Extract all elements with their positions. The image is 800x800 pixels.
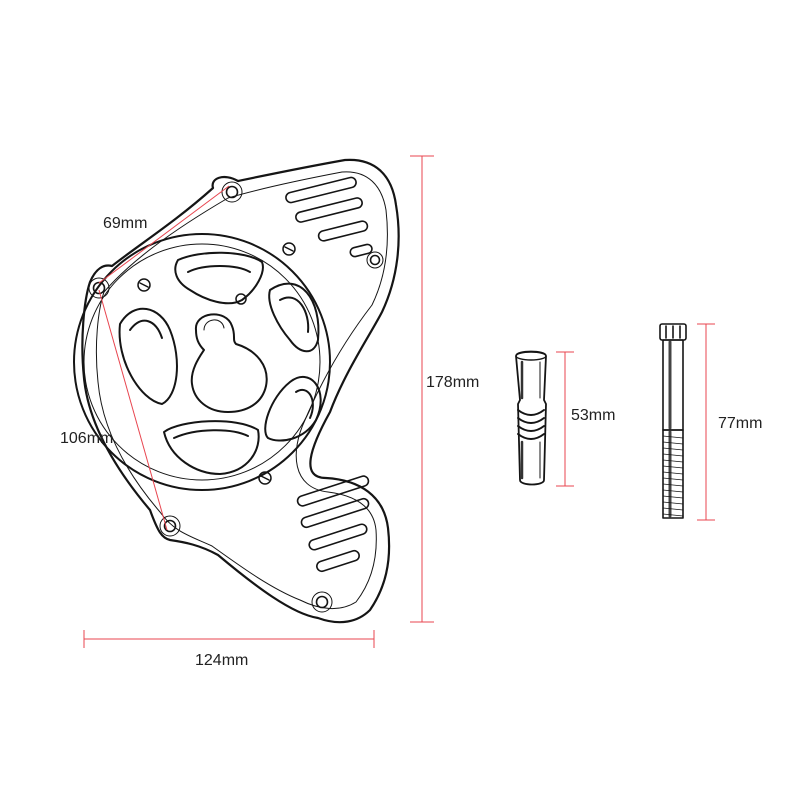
sprocket-cover — [73, 158, 400, 624]
mount-hole-top — [225, 185, 239, 199]
dimension-labels: 69mm 106mm 178mm 124mm 53mm 77mm — [60, 215, 762, 669]
screw-bottom — [258, 471, 272, 485]
dim-line-cover-width — [83, 630, 375, 648]
screw-hub — [235, 293, 247, 305]
mounting-holes — [88, 181, 384, 613]
cover-inner-outline — [95, 171, 388, 609]
label-cover-width: 124mm — [195, 652, 248, 669]
spacer-grooves — [517, 409, 545, 440]
center-hub — [190, 313, 268, 413]
bolt-part — [659, 323, 687, 519]
spacer-outline — [515, 350, 547, 486]
mount-hole-bottom-left — [163, 519, 177, 533]
dim-line-hole-spacing-left — [98, 289, 168, 531]
label-bolt-length: 77mm — [718, 415, 762, 432]
cover-outline — [81, 158, 400, 624]
cover-screws — [137, 242, 296, 485]
label-hole-spacing-left: 106mm — [60, 430, 113, 447]
sprocket-ring-outer — [73, 233, 331, 491]
spacer-part — [515, 350, 547, 486]
dim-line-bolt-length — [697, 323, 715, 521]
sprocket-ring-inner — [83, 243, 321, 481]
bolt-shank — [662, 339, 684, 431]
dim-line-hole-spacing-top — [98, 185, 230, 284]
dim-line-spacer-length — [556, 351, 574, 487]
spoke-windows — [118, 251, 322, 475]
screw-left — [137, 278, 151, 292]
dimension-lines — [83, 155, 715, 648]
label-spacer-length: 53mm — [571, 407, 615, 424]
lower-vent-slots — [296, 475, 370, 573]
mount-hole-right — [369, 254, 381, 266]
dim-line-cover-height — [410, 155, 434, 623]
screw-top — [282, 242, 296, 256]
mount-hole-bottom — [315, 595, 329, 609]
label-hole-spacing-top: 69mm — [103, 215, 147, 232]
upper-vent-slots — [285, 176, 373, 258]
label-cover-height: 178mm — [426, 374, 479, 391]
bolt-thread — [662, 429, 684, 519]
